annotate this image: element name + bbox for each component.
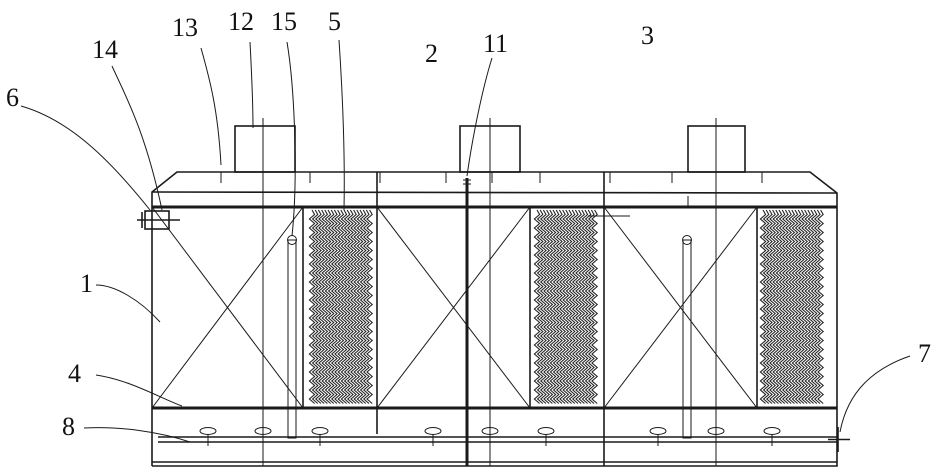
media-strand <box>533 209 541 404</box>
partition-walls <box>262 118 758 466</box>
media-strand <box>813 209 821 404</box>
label-13: 13 <box>172 13 198 42</box>
media-strand <box>565 209 573 404</box>
label-14: 14 <box>92 35 118 64</box>
media-strand <box>568 209 576 404</box>
inlet-valve <box>137 210 180 230</box>
label-15: 15 <box>271 7 297 36</box>
label-6: 6 <box>6 83 19 112</box>
media-strand <box>584 209 592 404</box>
media-strand <box>575 209 583 404</box>
media-strand <box>318 209 326 404</box>
media-strand <box>536 209 544 404</box>
media-strand <box>791 209 799 404</box>
media-strand <box>559 209 567 404</box>
diffuser-head <box>763 427 781 446</box>
media-strand <box>775 209 783 404</box>
media-strand <box>772 209 780 404</box>
media-strand <box>555 209 563 404</box>
media-strand <box>543 209 551 404</box>
top-ticks <box>220 172 763 183</box>
label-1: 1 <box>80 269 93 298</box>
media-strand <box>308 209 316 404</box>
label-12: 12 <box>228 7 254 36</box>
media-strand <box>343 209 351 404</box>
leader-lines <box>20 39 911 443</box>
media-strand <box>785 209 793 404</box>
media-strand <box>781 209 789 404</box>
media-strand <box>797 209 805 404</box>
label-5: 5 <box>328 7 341 36</box>
diffuser-head <box>424 427 442 446</box>
diffuser-head <box>311 427 329 446</box>
label-4: 4 <box>68 359 81 388</box>
media-strand <box>356 209 364 404</box>
media-strand <box>817 209 825 404</box>
label-11: 11 <box>483 29 508 58</box>
media-strand <box>765 209 773 404</box>
media-strand <box>353 209 361 404</box>
media-strand <box>314 209 322 404</box>
media-strand <box>578 209 586 404</box>
media-strand <box>330 209 338 404</box>
media-strand <box>362 209 370 404</box>
media-strand <box>324 209 332 404</box>
aeration-pipe <box>158 427 850 452</box>
media-strand <box>769 209 777 404</box>
diffuser-head <box>707 427 725 446</box>
media-strand <box>539 209 547 404</box>
media-strand <box>571 209 579 404</box>
media-strand <box>788 209 796 404</box>
diffuser-head <box>481 427 499 446</box>
diffuser-head <box>649 427 667 446</box>
media-strand <box>562 209 570 404</box>
media-strand <box>311 209 319 404</box>
label-2: 2 <box>425 39 438 68</box>
media-strand <box>804 209 812 404</box>
media-strand <box>810 209 818 404</box>
label-8: 8 <box>62 412 75 441</box>
media-strand <box>546 209 554 404</box>
media-strand <box>587 209 595 404</box>
tank-body <box>151 171 838 467</box>
media-strand <box>337 209 345 404</box>
media-strand <box>807 209 815 404</box>
diffuser-head <box>254 427 272 446</box>
media-strand <box>778 209 786 404</box>
diffuser-head <box>199 427 217 446</box>
media-strand <box>794 209 802 404</box>
diffuser-heads <box>199 427 781 446</box>
label-7: 7 <box>918 339 931 368</box>
part-labels: 14 13 12 15 5 2 11 3 6 1 4 8 7 <box>6 7 931 441</box>
media-strand <box>340 209 348 404</box>
media-strand <box>762 209 770 404</box>
media-strand <box>346 209 354 404</box>
diffuser-head <box>537 427 555 446</box>
media-strand <box>801 209 809 404</box>
media-strand <box>359 209 367 404</box>
media-strand <box>591 209 599 404</box>
media-strand <box>334 209 342 404</box>
media-strand <box>321 209 329 404</box>
media-strand <box>552 209 560 404</box>
bio-media-packing <box>308 209 825 404</box>
riser-pipes <box>287 235 692 439</box>
media-strand <box>350 209 358 404</box>
fitting-marks <box>463 179 689 217</box>
media-strand <box>366 209 374 404</box>
media-strand <box>549 209 557 404</box>
media-strand <box>759 209 767 404</box>
media-strand <box>581 209 589 404</box>
label-3: 3 <box>641 21 654 50</box>
media-strand <box>327 209 335 404</box>
cross-braces <box>151 206 758 409</box>
